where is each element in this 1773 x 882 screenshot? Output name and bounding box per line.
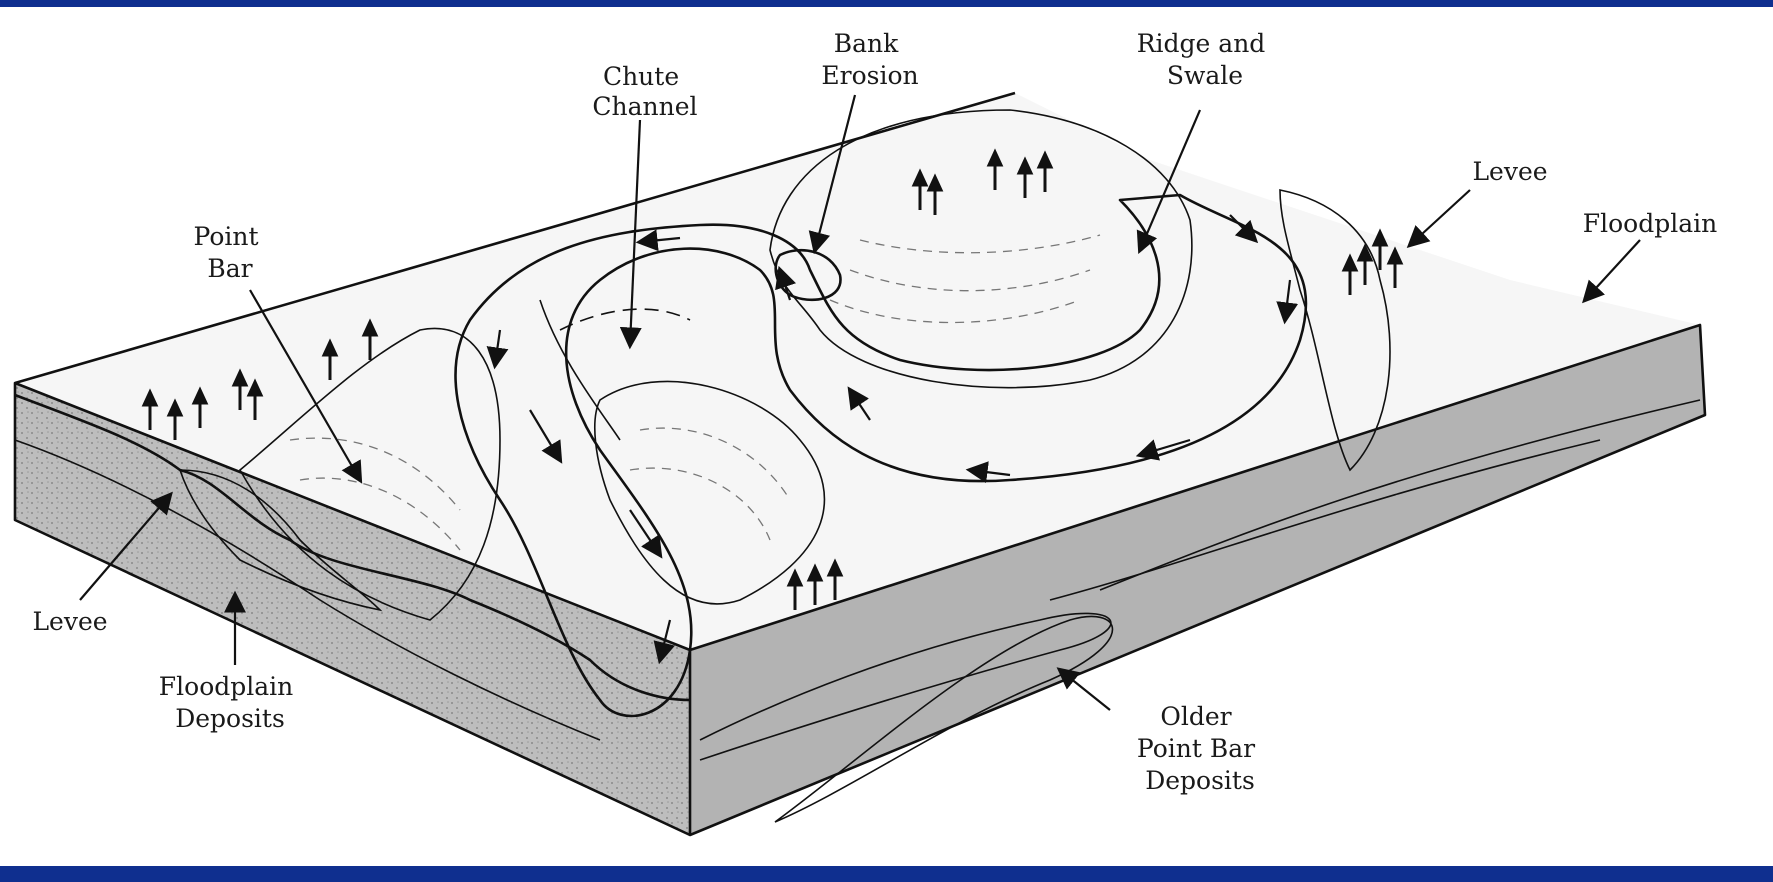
label-line: Channel [592, 92, 697, 121]
label-floodplain: Floodplain [1583, 209, 1717, 238]
leader-older-point-bar-deposits [1060, 670, 1110, 710]
label-levee-left: Levee [32, 607, 107, 636]
leader-levee-right [1410, 190, 1470, 245]
label-line: Point [194, 222, 259, 251]
label-line: Swale [1167, 61, 1243, 90]
leader-floodplain [1585, 240, 1640, 300]
label-levee-right: Levee [1472, 157, 1547, 186]
label-line: Levee [32, 607, 107, 636]
label-line: Deposits [175, 704, 285, 733]
label-floodplain-deposits: Floodplain Deposits [159, 672, 301, 733]
label-older-point-bar-deposits: Older Point Bar Deposits [1137, 702, 1263, 795]
label-line: Older [1160, 702, 1231, 731]
label-ridge-and-swale: Ridge and Swale [1137, 29, 1274, 90]
label-line: Ridge and [1137, 29, 1266, 58]
label-line: Deposits [1145, 766, 1255, 795]
label-line: Chute [603, 62, 679, 91]
label-chute-channel: Chute Channel [592, 62, 697, 121]
label-bank-erosion: Bank Erosion [821, 29, 918, 90]
label-line: Floodplain [1583, 209, 1717, 238]
label-line: Bar [207, 254, 252, 283]
label-line: Levee [1472, 157, 1547, 186]
label-line: Floodplain [159, 672, 293, 701]
label-line: Point Bar [1137, 734, 1255, 763]
label-line: Erosion [821, 61, 918, 90]
label-line: Bank [834, 29, 899, 58]
label-point-bar: Point Bar [194, 222, 267, 283]
